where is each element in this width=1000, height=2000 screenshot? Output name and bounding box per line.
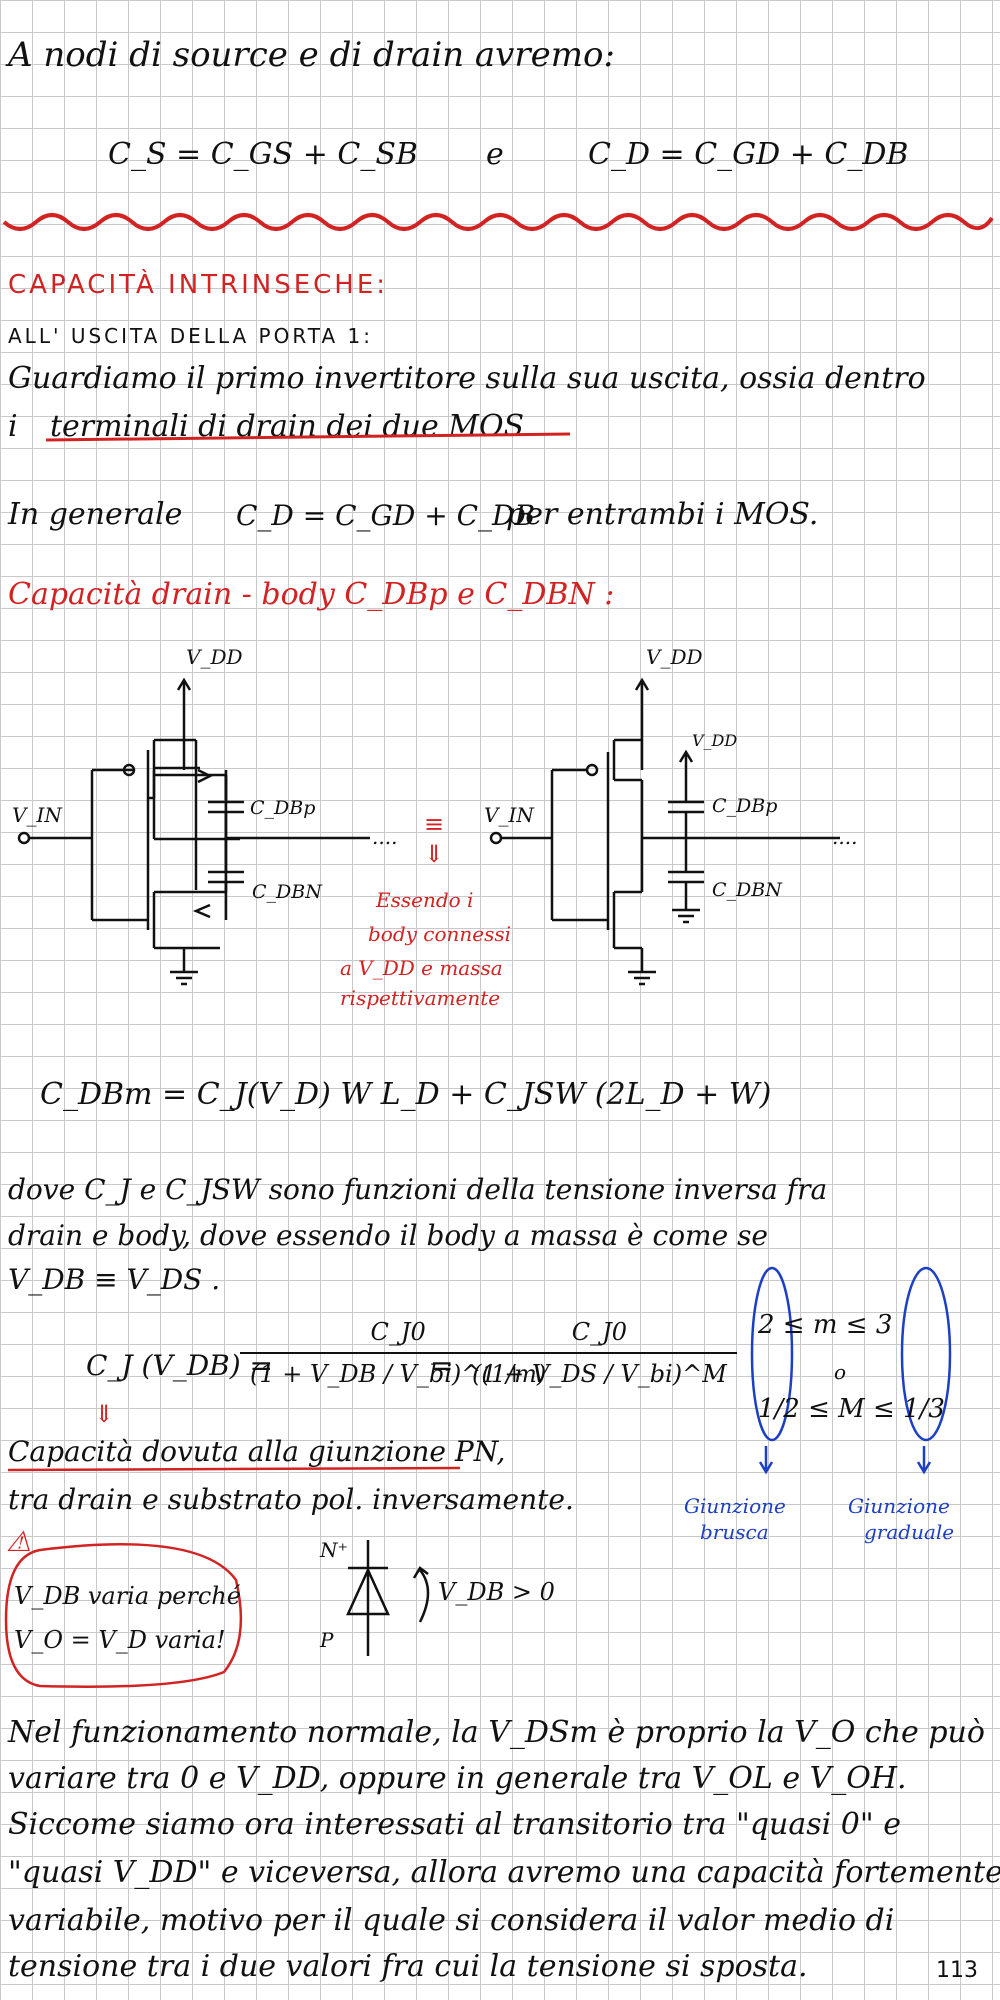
text-drain-body: drain e body, dove essendo il body a mas… xyxy=(8,1219,769,1252)
intro-line: A nodi di source e di drain avremo: xyxy=(8,35,615,75)
section-heading: CAPACITÀ INTRINSECHE: xyxy=(8,270,389,300)
text-tensione: tensione tra i due valori fra cui la ten… xyxy=(8,1949,808,1984)
left-inverter xyxy=(17,677,370,986)
text-siccome: Siccome siamo ora interessati al transit… xyxy=(8,1807,901,1842)
m-or: o xyxy=(834,1360,847,1384)
warning-line-2: V_O = V_D varia! xyxy=(14,1626,226,1654)
section-subheading: ALL' USCITA DELLA PORTA 1: xyxy=(8,324,373,348)
red-down-arrow: ⇓ xyxy=(94,1400,115,1428)
cj-equals: = xyxy=(430,1349,454,1382)
m-range: 2 ≤ m ≤ 3 xyxy=(758,1310,893,1340)
warning-line-1: V_DB varia perché xyxy=(14,1582,241,1610)
left-dots: .... xyxy=(372,825,397,849)
right-vin-label: V_IN xyxy=(484,803,535,827)
left-vin-label: V_IN xyxy=(12,803,63,827)
mu-range: 1/2 ≤ M ≤ 1/3 xyxy=(758,1394,945,1424)
left-cdbn-label: C_DBN xyxy=(252,881,323,903)
text-capacita-giunzione: Capacità dovuta alla giunzione PN, xyxy=(8,1435,506,1468)
note-line-4: rispettivamente xyxy=(340,986,501,1010)
note-line-2: body connessi xyxy=(368,922,512,946)
left-cdbp-label: C_DBp xyxy=(250,797,315,819)
warning-icon: ⚠ xyxy=(6,1525,32,1558)
text-quasi-vdd: "quasi V_DD" e viceversa, allora avremo … xyxy=(8,1855,1000,1890)
right-inverter xyxy=(489,677,840,986)
note-line-3: a V_DD e massa xyxy=(340,956,503,980)
text-entrambi: per entrambi i MOS. xyxy=(506,497,819,532)
cs-equation: C_S = C_GS + C_SB xyxy=(108,137,418,172)
text-drain-substrato: tra drain e substrato pol. inversamente. xyxy=(8,1483,574,1516)
cdbm-formula: C_DBm = C_J(V_D) W L_D + C_JSW (2L_D + W… xyxy=(40,1077,772,1112)
page-number: 113 xyxy=(936,1958,978,1983)
cj-fraction-1: C_J0 (1 + V_DB / V_bi)^(1/m) xyxy=(240,1318,557,1388)
right-vdd-label: V_DD xyxy=(646,645,703,669)
cj-fraction-2: C_J0 (1 + V_DS / V_bi)^M xyxy=(462,1318,737,1388)
cj-numerator-2: C_J0 xyxy=(571,1318,628,1346)
diode-p-label: P xyxy=(320,1628,334,1652)
right-cdbn-label: C_DBN xyxy=(712,879,783,901)
diode-n-label: N⁺ xyxy=(320,1538,349,1562)
left-vdd-label: V_DD xyxy=(186,645,243,669)
cj-lhs: C_J (V_DB) = xyxy=(86,1349,274,1382)
label-graduale-1: Giunzione xyxy=(848,1494,950,1518)
label-brusca-1: Giunzione xyxy=(684,1494,786,1518)
label-graduale-2: graduale xyxy=(864,1520,955,1544)
text-variare: variare tra 0 e V_DD, oppure in generale… xyxy=(8,1761,907,1796)
text-in-generale: In generale xyxy=(8,497,183,532)
cd-general-equation: C_D = C_GD + C_DB xyxy=(236,499,536,532)
text-line-i: i xyxy=(8,409,18,444)
cj-numerator-1: C_J0 xyxy=(370,1318,426,1346)
text-variabile: variabile, motivo per il quale si consid… xyxy=(8,1903,895,1938)
text-vdb-equiv: V_DB ≡ V_DS . xyxy=(8,1263,221,1296)
right-dots: .... xyxy=(832,825,857,849)
text-line-guardiamo: Guardiamo il primo invertitore sulla sua… xyxy=(8,361,926,396)
equivalence-symbol: ≡ xyxy=(424,810,444,838)
equivalence-arrow: ⇓ xyxy=(424,840,444,868)
diode-voltage-label: V_DB > 0 xyxy=(438,1578,555,1606)
right-vdd-small-label: V_DD xyxy=(692,731,737,750)
right-cdbp-label: C_DBp xyxy=(712,795,777,817)
note-line-1: Essendo i xyxy=(376,888,474,912)
cj-denominator-2: (1 + V_DS / V_bi)^M xyxy=(462,1352,737,1388)
label-brusca-2: brusca xyxy=(700,1520,769,1544)
cj-denominator-1: (1 + V_DB / V_bi)^(1/m) xyxy=(240,1352,557,1388)
cd-equation: C_D = C_GD + C_DB xyxy=(588,137,909,172)
text-dove: dove C_J e C_JSW sono funzioni della ten… xyxy=(8,1173,828,1206)
text-funzionamento: Nel funzionamento normale, la V_DSm è pr… xyxy=(8,1715,985,1750)
red-subtitle: Capacità drain - body C_DBp e C_DBN : xyxy=(8,577,615,612)
conjunction-e: e xyxy=(486,137,504,172)
